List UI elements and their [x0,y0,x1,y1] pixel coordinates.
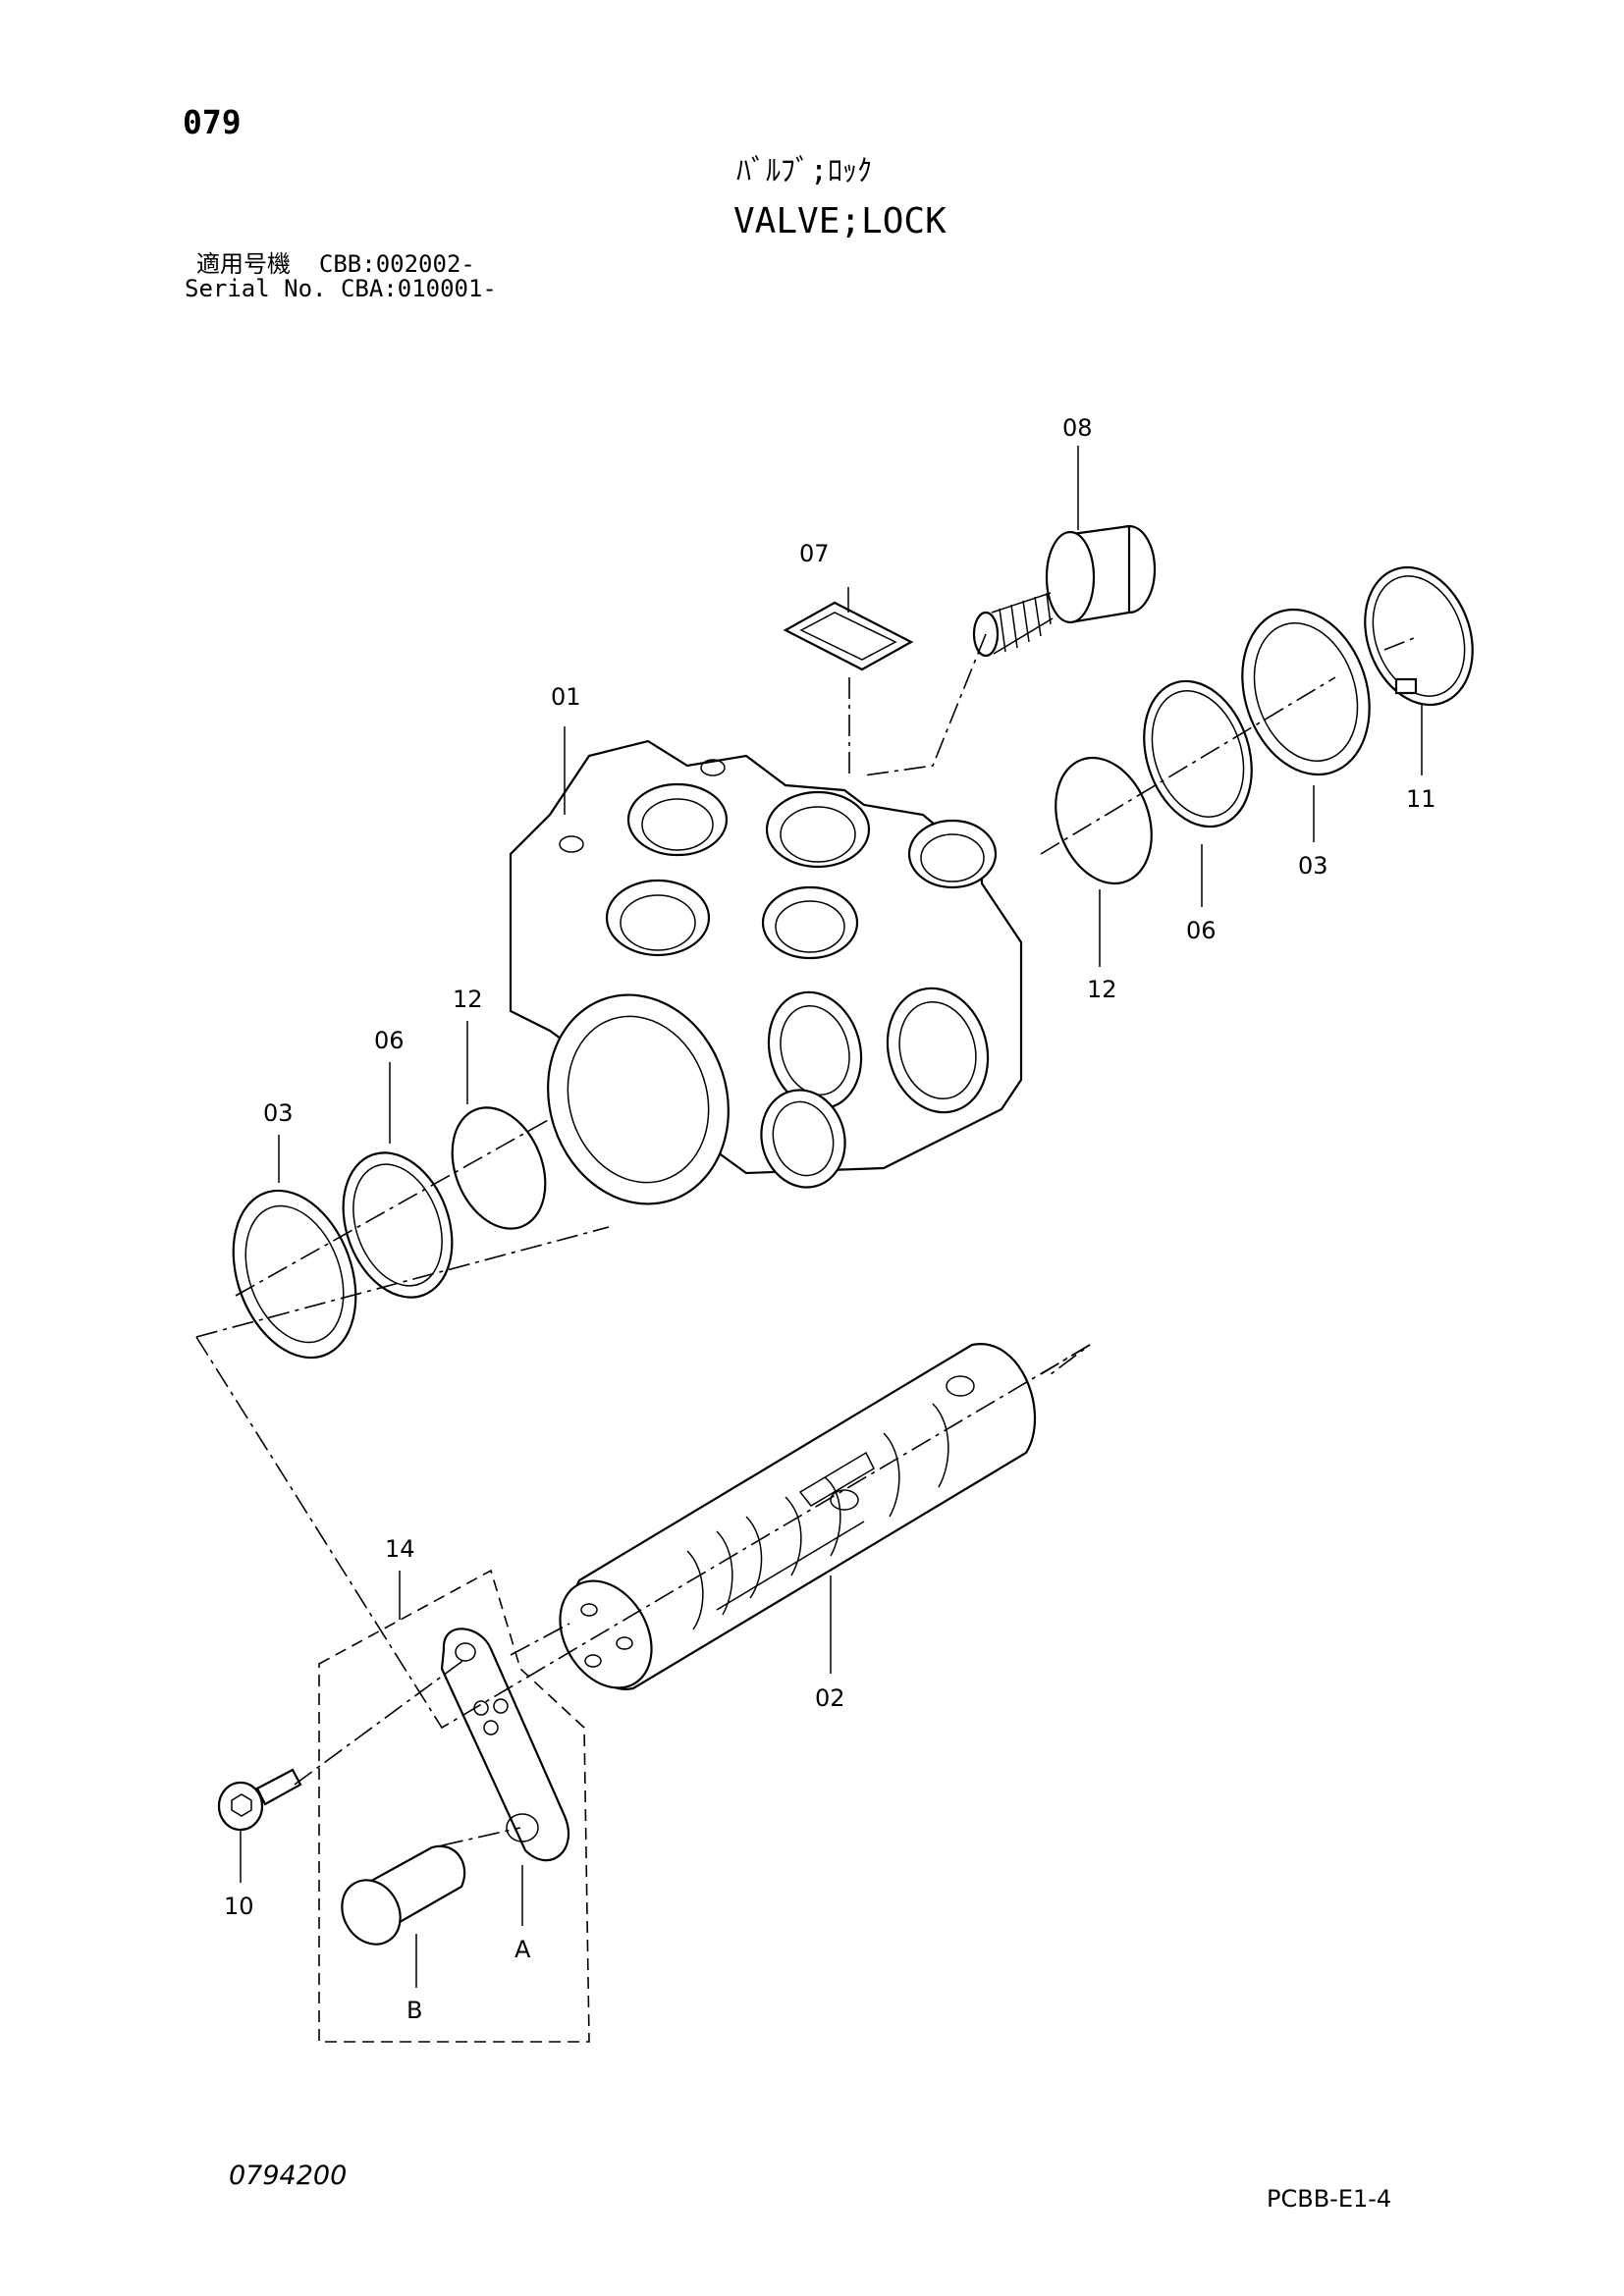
document-code: PCBB-E1-4 [1267,2185,1392,2213]
callout-10: 10 [224,1893,254,1920]
callout-labels: 08 07 01 11 03 06 12 12 06 03 02 14 10 A… [224,414,1436,2024]
title-japanese: ﾊﾞﾙﾌﾞ;ﾛｯｸ [736,154,873,188]
callout-B: B [406,1997,422,2024]
part-06-backup-ring-right [1143,679,1253,828]
part-03-washer-left [232,1189,357,1360]
assembly-center-lines [195,633,1420,1846]
serial-number-line: Serial No. CBA:010001- [185,275,497,302]
callout-02: 02 [815,1684,845,1712]
callout-12-left: 12 [453,986,483,1013]
part-10-bolt [217,1768,302,1832]
callout-03-left: 03 [263,1099,294,1127]
part-03-washer-right [1241,608,1371,776]
part-02-spool [559,1343,1036,1690]
callout-07: 07 [799,540,830,567]
leader-lines [240,446,1423,1988]
part-01-valve-body [509,739,1023,1205]
callout-06-left: 06 [374,1027,405,1054]
part-12-o-ring-left [451,1106,547,1230]
callout-01: 01 [551,683,581,711]
callout-14: 14 [385,1535,415,1563]
page-number: 079 [183,103,242,141]
part-14-lever-assembly [217,1569,590,2043]
callout-03-right: 03 [1298,852,1328,880]
part-11-snap-ring [1364,565,1474,707]
applicable-models-line: 適用号機 CBB:002002- [196,250,475,278]
part-12-o-ring-right [1055,756,1153,885]
title-english: VALVE;LOCK [733,201,947,241]
callout-12-right: 12 [1087,976,1117,1003]
callout-06-right: 06 [1186,917,1217,944]
callout-11: 11 [1406,785,1436,813]
callout-08: 08 [1062,414,1093,442]
part-07-nameplate [783,601,914,671]
callout-A: A [514,1936,531,1963]
part-08-plug [972,524,1157,658]
figure-number: 0794200 [229,2161,348,2191]
